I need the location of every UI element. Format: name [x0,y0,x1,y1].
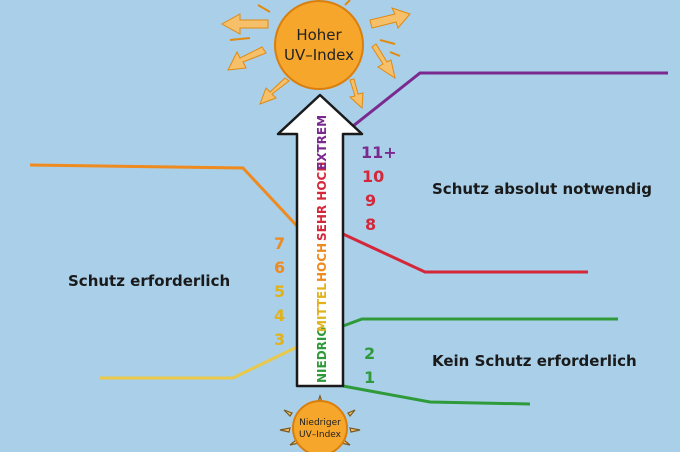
zone-label-low: Kein Schutz erforderlich [432,352,637,370]
number-7: 7 [274,234,285,253]
low-connector-lower-line [342,384,531,406]
number-3: 3 [274,330,285,349]
bottom-sun-line1: Niedriger [299,418,341,428]
zone-label-medium: Schutz erforderlich [68,272,231,290]
top-sun [274,0,364,90]
zone-label-high: Schutz absolut notwendig [432,180,652,198]
medium-connector-line [100,345,298,380]
level-label-extrem: EXTREM [315,115,329,170]
number-10: 10 [362,167,384,186]
number-11plus: 11+ [361,143,397,162]
top-sun-rays [220,7,411,110]
left-numbers: 7 6 5 4 3 [274,234,285,349]
veryhigh-connector-line [342,232,588,274]
number-8: 8 [365,215,376,234]
bottom-sun [292,400,348,452]
top-sun-line1: Hoher [296,26,342,44]
low-connector-upper-line [342,317,618,328]
level-labels: NIEDRIG MITTEL HOCH SEHR HOCH EXTREM [315,115,329,383]
level-label-mittel: MITTEL [315,283,329,332]
uv-scale-arrow [276,93,364,388]
number-1: 1 [364,368,375,387]
top-sun-line2: UV–Index [284,46,354,64]
top-sun-short-rays [229,0,401,57]
level-label-sehr-hoch: SEHR HOCH [315,162,329,241]
bottom-sun-line2: UV–Index [299,430,342,440]
right-numbers: 11+ 10 9 8 2 1 [361,143,397,387]
high-connector-line [29,163,299,228]
number-9: 9 [365,191,376,210]
level-label-hoch: HOCH [315,243,329,282]
number-6: 6 [274,258,285,277]
number-2: 2 [364,344,375,363]
extreme-connector-line [342,71,668,136]
number-4: 4 [274,306,285,325]
level-label-niedrig: NIEDRIG [315,327,329,383]
number-5: 5 [274,282,285,301]
